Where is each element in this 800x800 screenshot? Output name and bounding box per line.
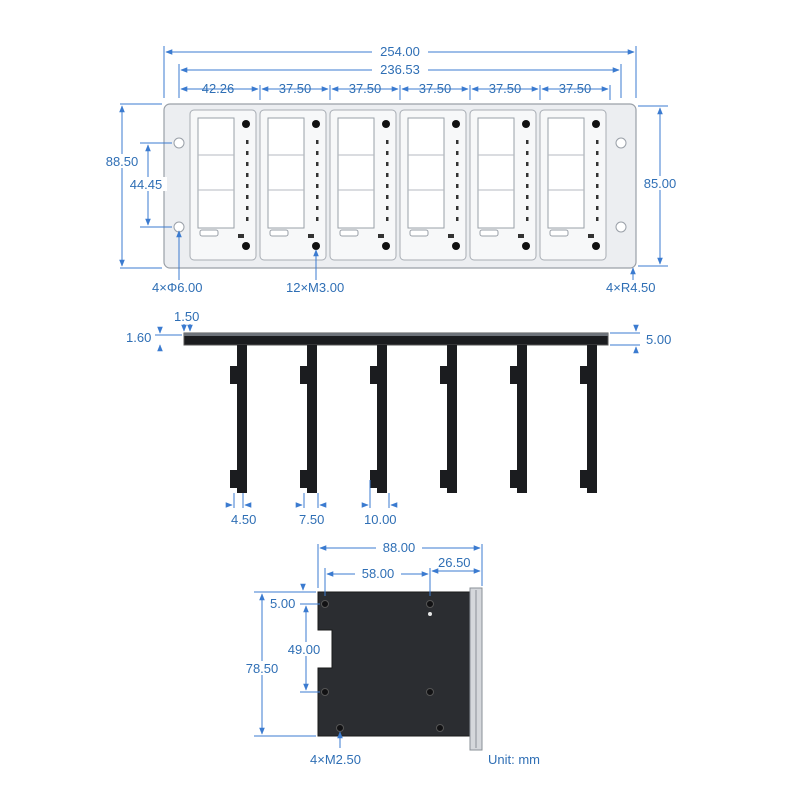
dim-tray-hole-y: 49.00 [288,642,321,657]
dim-thickness-left: 1.60 [126,330,151,345]
drive-slot [539,109,607,261]
screw-hole [452,120,460,128]
offset-10-00: 10.00 [361,480,398,527]
dim-offset-2: 7.50 [299,512,324,527]
drive-slot [329,109,397,261]
tray-body [317,591,471,737]
screw-hole [522,120,530,128]
callout-screw-holes: 12×M3.00 [286,280,344,295]
screw-hole [312,242,320,250]
dim-offset-3: 10.00 [364,512,397,527]
drive-slot [469,109,537,261]
drive-slot [259,109,327,261]
dim-tray-top-offset: 5.00 [270,596,295,611]
dim-plate-thickness: 5.00 [646,332,671,347]
mount-hole [615,137,627,149]
tray-screw [426,600,434,608]
dim-slot-pitch: 37.50 [419,81,452,96]
screw-hole [592,120,600,128]
mount-hole [173,137,185,149]
dim-slot-pitch: 37.50 [489,81,522,96]
callout-mount-holes: 4×Φ6.00 [152,280,203,295]
dim-first-offset: 42.26 [202,81,235,96]
dim-tray-hole-x: 58.00 [362,566,395,581]
drive-slots [189,109,607,261]
front-view: 254.00 236.53 42.26 37.50 37.50 37.50 37.50… [101,44,682,295]
dim-hole-span: 236.53 [380,62,420,77]
unit-label: Unit: mm [488,752,540,767]
dim-hole-vertical: 44.45 [130,177,163,192]
offset-7-50: 7.50 [295,493,327,527]
tray-screw [436,724,444,732]
drive-slot [399,109,467,261]
screw-hole [522,242,530,250]
dim-tray-width: 88.00 [383,540,416,555]
tray-screw [426,688,434,696]
blade [510,345,527,493]
slot-pitch-dims: 42.26 37.50 37.50 37.50 37.50 37.50 [180,81,611,100]
mount-hole [615,221,627,233]
tray-screw [321,600,329,608]
tray-screw [321,688,329,696]
blade [230,345,247,493]
screw-hole [382,242,390,250]
dim-offset-1: 4.50 [231,512,256,527]
screw-hole [242,242,250,250]
blade [370,345,387,493]
dim-thickness-top: 1.50 [174,309,199,324]
dim-overall-height: 88.50 [106,154,139,169]
blades [230,345,597,493]
screw-hole [382,120,390,128]
screw-hole [452,242,460,250]
screw-hole [592,242,600,250]
dim-overall-width: 254.00 [380,44,420,59]
dim-tray-edge: 26.50 [438,555,471,570]
dim-right-height: 85.00 [644,176,677,191]
dim-slot-pitch: 37.50 [279,81,312,96]
drive-slot [189,109,257,261]
side-view: 1.50 1.60 5.00 4.50 7.50 [126,309,671,527]
callout-tray-screws: 4×M2.50 [310,752,361,767]
tray-screw [336,724,344,732]
blade [300,345,317,493]
screw-hole [242,120,250,128]
dim-slot-pitch: 37.50 [559,81,592,96]
dim-tray-height: 78.50 [246,661,279,676]
screw-hole [312,120,320,128]
callout-corner-radius: 4×R4.50 [606,280,656,295]
dim-slot-pitch: 37.50 [349,81,382,96]
blade [440,345,457,493]
offset-4-50: 4.50 [225,493,256,527]
mount-hole [173,221,185,233]
tray-view: 88.00 58.00 26.50 5.00 49.00 78.50 4×M2.… [240,540,540,767]
blade [580,345,597,493]
